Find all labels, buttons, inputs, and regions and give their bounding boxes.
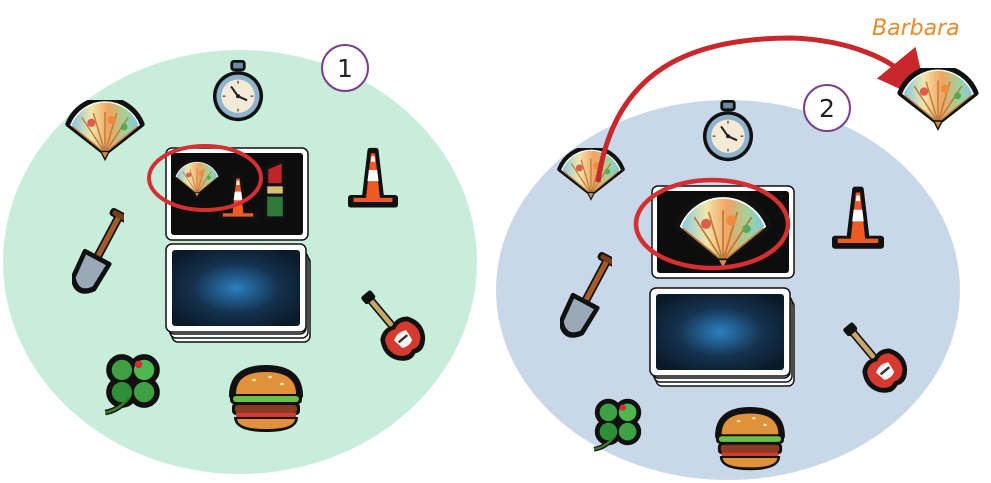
draw-deck-1[interactable]: [166, 244, 310, 342]
burger-icon[interactable]: [230, 368, 302, 432]
step-1-badge: 1: [321, 44, 369, 92]
burger-icon[interactable]: [716, 410, 784, 470]
clover-icon[interactable]: [594, 401, 639, 449]
step-2-label: 2: [819, 94, 835, 123]
face-up-card-1[interactable]: [166, 148, 308, 240]
card-lipstick-icon: [266, 162, 285, 218]
step-2-badge: 2: [803, 84, 851, 132]
claimed-fan-icon[interactable]: [900, 67, 976, 129]
draw-deck-2[interactable]: [650, 288, 794, 386]
step-1-label: 1: [337, 54, 353, 83]
player-name: Barbara: [872, 16, 960, 41]
clover-icon[interactable]: [105, 357, 157, 413]
